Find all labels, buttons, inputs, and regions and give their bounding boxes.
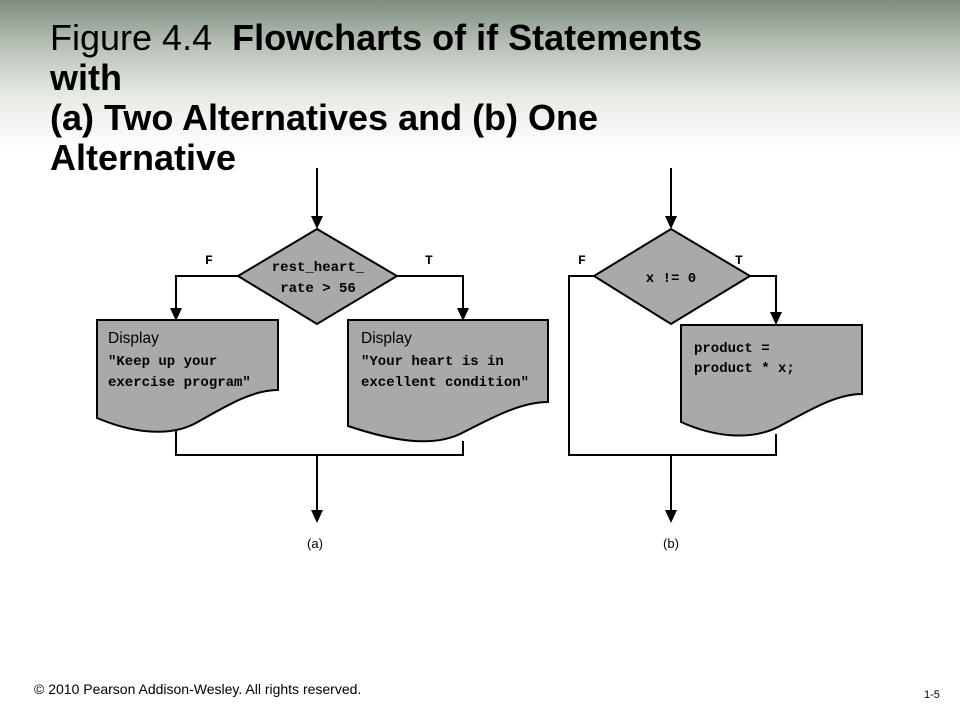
condition-a-line-2: rate > 56 <box>280 281 356 297</box>
title-line-2: with <box>50 57 122 98</box>
figure-number: Figure 4.4 <box>50 17 213 58</box>
false-box-heading-a: Display <box>108 330 159 347</box>
condition-a-line-1: rest_heart_ <box>272 260 365 276</box>
false-display-box-a <box>96 319 279 433</box>
false-branch-line-b <box>568 275 671 456</box>
true-box-heading-a: Display <box>361 330 412 347</box>
true-branch-arrowhead-b <box>770 312 782 325</box>
true-label-b: T <box>735 253 743 268</box>
title-line-4: Alternative <box>50 137 237 178</box>
true-box-line-2-b: product * x; <box>694 361 795 377</box>
true-branch-line-b <box>750 275 777 314</box>
title-line-3: (a) Two Alternatives and (b) One <box>50 97 599 138</box>
decision-diamond-b <box>592 227 752 326</box>
false-box-line-1-a: "Keep up your <box>108 354 217 370</box>
false-branch-line-a <box>175 275 238 310</box>
merge-line-a <box>175 429 464 456</box>
true-box-line-2-a: excellent condition" <box>361 375 529 391</box>
false-label-b: F <box>578 253 586 268</box>
caption-a: (a) <box>307 536 323 551</box>
flowchart-b: x != 0 F T product = product * x; (b) <box>568 168 863 551</box>
true-branch-arrowhead-a <box>457 308 469 321</box>
merge-line-b <box>671 434 777 456</box>
flowchart-a: rest_heart_ rate > 56 F T Display "Keep … <box>96 168 549 551</box>
page-number: 1-5 <box>924 689 940 701</box>
true-display-box-a <box>347 319 549 443</box>
slide-title: Figure 4.4 Flowcharts of if Statements w… <box>50 18 810 178</box>
copyright-notice: © 2010 Pearson Addison-Wesley. All right… <box>34 681 362 697</box>
entry-arrowhead-b <box>665 216 677 229</box>
false-label-a: F <box>205 253 213 268</box>
true-box-line-1-b: product = <box>694 341 770 357</box>
false-box-line-2-a: exercise program" <box>108 375 251 391</box>
decision-diamond-a <box>236 227 399 326</box>
true-process-box-b <box>680 324 863 437</box>
title-line-1: Flowcharts of if Statements <box>232 17 703 58</box>
false-branch-arrowhead-a <box>170 308 182 321</box>
true-box-line-1-a: "Your heart is in <box>361 354 504 370</box>
exit-arrowhead-a <box>311 510 323 523</box>
entry-arrowhead-a <box>311 216 323 229</box>
caption-b: (b) <box>663 536 679 551</box>
exit-arrowhead-b <box>665 510 677 523</box>
true-branch-line-a <box>397 275 464 310</box>
condition-b: x != 0 <box>646 271 696 287</box>
true-label-a: T <box>425 253 433 268</box>
